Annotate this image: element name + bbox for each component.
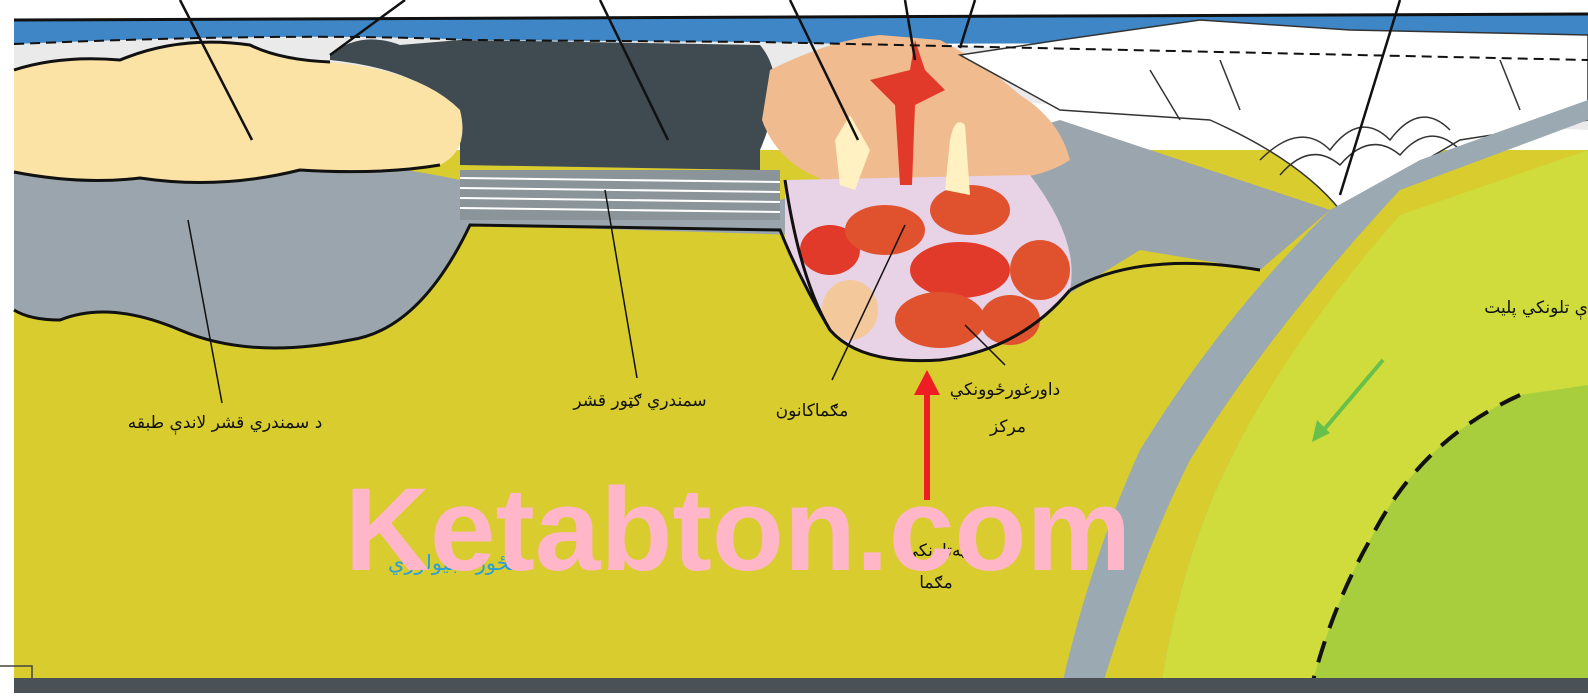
bottom-edge [14,678,1588,693]
layered-sediment [460,170,780,220]
label-oceanic-crust-sublayer: د سمندري قشر لاندې طبقه [128,413,323,435]
label-magma-chamber: مګماکانون [776,401,849,421]
label-eruption-center-2: مرکز [989,417,1026,437]
watermark: Ketabton.com [345,464,1132,596]
label-plate: ې تلونکي پلیت [1484,298,1588,320]
label-eruption-center-1: داورغورځوونکي [950,380,1060,400]
label-oceanic-dense-crust: سمندري ګټور قشر [572,391,706,411]
